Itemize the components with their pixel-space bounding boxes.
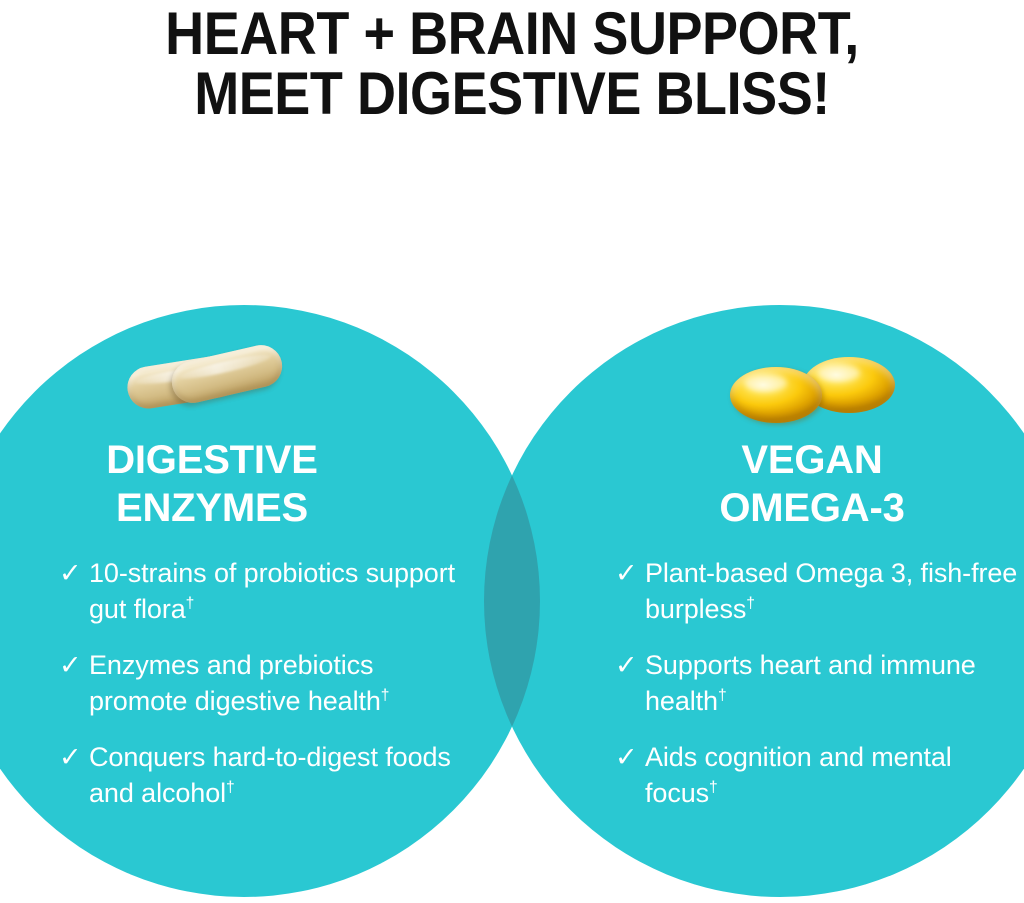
check-icon: ✓ — [615, 650, 638, 680]
left-circle-content: DIGESTIVE ENZYMES ✓ 10-strains of probio… — [0, 0, 455, 903]
footnote-marker: † — [746, 595, 755, 612]
softgel-capsules-icon — [577, 350, 1024, 430]
venn-circle-left — [0, 305, 540, 897]
list-item-label: Conquers hard-to-digest foods and alcoho… — [89, 739, 469, 811]
list-item: ✓ Enzymes and prebiotics promote digesti… — [59, 647, 479, 719]
right-title-line-1: VEGAN — [741, 438, 883, 482]
list-item-text: Supports heart and immune health — [645, 650, 976, 716]
list-item: ✓ Plant-based Omega 3, fish-free burples… — [615, 555, 1024, 627]
list-item-text: Conquers hard-to-digest foods and alcoho… — [89, 742, 451, 808]
right-title-line-2: OMEGA-3 — [719, 486, 905, 530]
list-item-label: Plant-based Omega 3, fish-free burpless† — [645, 555, 1024, 627]
footnote-marker: † — [226, 779, 235, 796]
softgel-front — [729, 367, 822, 423]
right-circle-content: VEGAN OMEGA-3 ✓ Plant-based Omega 3, fis… — [577, 0, 1024, 903]
list-item: ✓ Supports heart and immune health† — [615, 647, 1024, 719]
list-item: ✓ 10-strains of probiotics support gut f… — [59, 555, 479, 627]
list-item-text: 10-strains of probiotics support gut flo… — [89, 558, 455, 624]
list-item-label: Enzymes and prebiotics promote digestive… — [89, 647, 469, 719]
footnote-marker: † — [709, 779, 718, 796]
capsule-pill-front — [167, 340, 286, 408]
check-icon: ✓ — [615, 742, 638, 772]
venn-circle-right — [484, 305, 1024, 897]
headline-line-1: HEART + BRAIN SUPPORT, — [165, 0, 859, 67]
list-item-text: Plant-based Omega 3, fish-free burpless — [645, 558, 1018, 624]
check-icon: ✓ — [59, 650, 82, 680]
left-circle-title: DIGESTIVE ENZYMES — [0, 436, 447, 532]
list-item-text: Aids cognition and mental focus — [645, 742, 952, 808]
headline-line-2: MEET DIGESTIVE BLISS! — [194, 60, 830, 127]
right-benefits-list: ✓ Plant-based Omega 3, fish-free burples… — [615, 555, 1024, 811]
check-icon: ✓ — [59, 558, 82, 588]
capsule-pills-icon — [0, 338, 447, 418]
right-circle-title: VEGAN OMEGA-3 — [577, 436, 1024, 532]
check-icon: ✓ — [59, 742, 82, 772]
left-title-line-2: ENZYMES — [116, 486, 308, 530]
list-item-label: Aids cognition and mental focus† — [645, 739, 1024, 811]
list-item: ✓ Conquers hard-to-digest foods and alco… — [59, 739, 479, 811]
footnote-marker: † — [717, 687, 727, 704]
list-item-label: 10-strains of probiotics support gut flo… — [89, 555, 469, 627]
footnote-marker: † — [380, 687, 390, 704]
left-title-line-1: DIGESTIVE — [106, 438, 318, 482]
footnote-marker: † — [185, 595, 195, 612]
check-icon: ✓ — [615, 558, 638, 588]
left-benefits-list: ✓ 10-strains of probiotics support gut f… — [59, 555, 479, 811]
page-title: HEART + BRAIN SUPPORT, MEET DIGESTIVE BL… — [51, 0, 973, 124]
list-item-text: Enzymes and prebiotics promote digestive… — [89, 650, 381, 716]
list-item-label: Supports heart and immune health† — [645, 647, 1024, 719]
list-item: ✓ Aids cognition and mental focus† — [615, 739, 1024, 811]
